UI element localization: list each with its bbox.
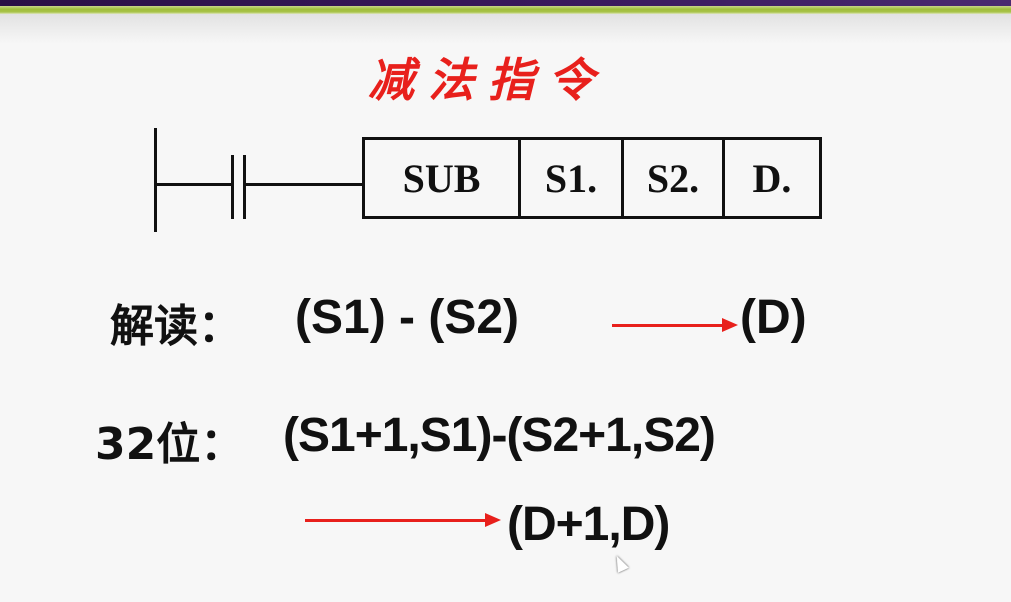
accent-bar <box>0 6 1011 14</box>
bit32-line: 32位： (S1+1,S1)-(S2+1,S2) <box>95 408 716 472</box>
power-rail <box>154 128 157 232</box>
instruction-opcode: SUB <box>365 140 521 216</box>
arrow-right-icon <box>612 318 738 332</box>
interpretation-label: 解读： <box>110 301 242 352</box>
bit32-expression: (S1+1,S1)-(S2+1,S2) <box>283 409 716 462</box>
ladder-wire <box>245 183 364 186</box>
contact-icon-right-plate <box>243 155 246 219</box>
instruction-block: SUB S1. S2. D. <box>362 137 822 219</box>
operand-s2: S2. <box>624 140 725 216</box>
operand-d: D. <box>752 155 792 201</box>
slide-title: 减法指令 <box>368 53 608 107</box>
ladder-wire <box>156 183 233 186</box>
interpretation-line: 解读： (S1) - (S2) (D) <box>110 290 807 354</box>
interpretation-expression: (S1) - (S2) <box>295 291 520 344</box>
header-fade <box>0 14 1011 44</box>
bit32-result: (D+1,D) <box>507 498 670 551</box>
mouse-cursor-icon <box>611 553 629 573</box>
contact-icon-left-plate <box>231 155 234 219</box>
bit32-label: 32位： <box>95 419 245 470</box>
operand-s1: S1. <box>521 140 624 216</box>
top-header-bar <box>0 0 1011 6</box>
interpretation-result: (D) <box>740 291 807 344</box>
arrow-right-icon <box>305 513 501 527</box>
